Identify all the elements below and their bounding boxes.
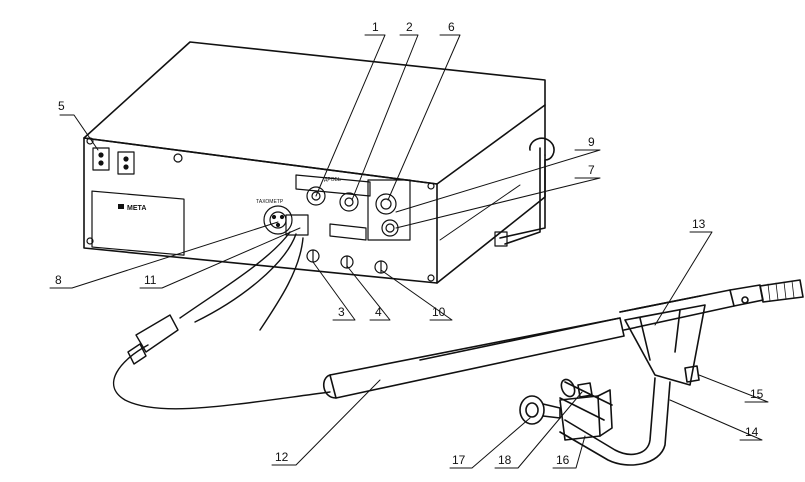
leader-8 <box>49 221 279 289</box>
leader-3 <box>312 261 356 321</box>
panel-screw <box>173 153 183 163</box>
side-handle <box>494 137 555 247</box>
leader-18 <box>494 391 583 469</box>
bracket-13 <box>619 295 706 386</box>
callout-3: 3 <box>338 305 345 319</box>
knob-17 <box>519 395 545 425</box>
probe-tip <box>759 279 804 303</box>
leader-5 <box>59 114 99 151</box>
label-tachometer: ТАХОМЕТР <box>256 199 284 205</box>
panel-texts: ДРОБЬ ТАХОМЕТР МЕТА <box>118 177 342 212</box>
leader-7 <box>395 177 601 229</box>
instrument-box <box>83 41 546 284</box>
connector-1 <box>306 186 326 206</box>
leader-15 <box>698 374 769 403</box>
leader-9 <box>395 149 601 213</box>
handle-14 <box>519 377 671 466</box>
leader-6 <box>387 34 461 201</box>
callout-7: 7 <box>588 163 595 177</box>
connector-5-right <box>117 151 135 175</box>
callout-10: 10 <box>432 305 446 319</box>
tachometer-connector <box>263 205 293 235</box>
leader-2 <box>351 34 419 201</box>
label-group: ДРОБЬ <box>324 177 342 183</box>
nameplate <box>91 190 185 256</box>
leader-12 <box>271 379 381 466</box>
cables <box>112 231 331 410</box>
callouts: 1 2 3 4 5 6 7 8 9 10 11 12 13 14 15 16 1… <box>55 20 764 467</box>
front-panel <box>86 137 435 282</box>
leader-lines <box>49 34 769 469</box>
connector-11 <box>285 214 309 236</box>
leader-14 <box>669 399 763 441</box>
leader-1 <box>315 34 386 197</box>
callout-4: 4 <box>375 305 382 319</box>
cable-junction <box>135 314 179 353</box>
callout-2: 2 <box>406 20 413 34</box>
connector-5-left <box>92 147 110 171</box>
clamp-15 <box>684 365 700 383</box>
connector-6 <box>375 193 397 215</box>
label-logo: МЕТА <box>127 205 146 212</box>
callout-17: 17 <box>452 453 466 467</box>
callout-13: 13 <box>692 217 706 231</box>
callout-8: 8 <box>55 273 62 287</box>
clamp-16 <box>559 395 601 441</box>
callout-5: 5 <box>58 99 65 113</box>
callout-14: 14 <box>745 425 759 439</box>
leader-11 <box>139 227 301 289</box>
leader-10 <box>380 269 453 321</box>
callout-11: 11 <box>144 273 157 287</box>
callout-16: 16 <box>556 453 570 467</box>
callout-12: 12 <box>275 450 289 464</box>
callout-15: 15 <box>750 387 764 401</box>
callout-18: 18 <box>498 453 512 467</box>
callout-9: 9 <box>588 135 595 149</box>
connector-2 <box>339 192 359 212</box>
leader-13 <box>654 231 713 326</box>
screw-18 <box>577 382 593 398</box>
leader-17 <box>449 417 531 469</box>
leader-16 <box>552 435 586 469</box>
callout-1: 1 <box>372 20 379 34</box>
box-outline <box>83 41 546 284</box>
callout-6: 6 <box>448 20 455 34</box>
right-connector-frame <box>367 179 411 241</box>
db-connector <box>329 223 367 241</box>
leader-4 <box>346 265 391 321</box>
